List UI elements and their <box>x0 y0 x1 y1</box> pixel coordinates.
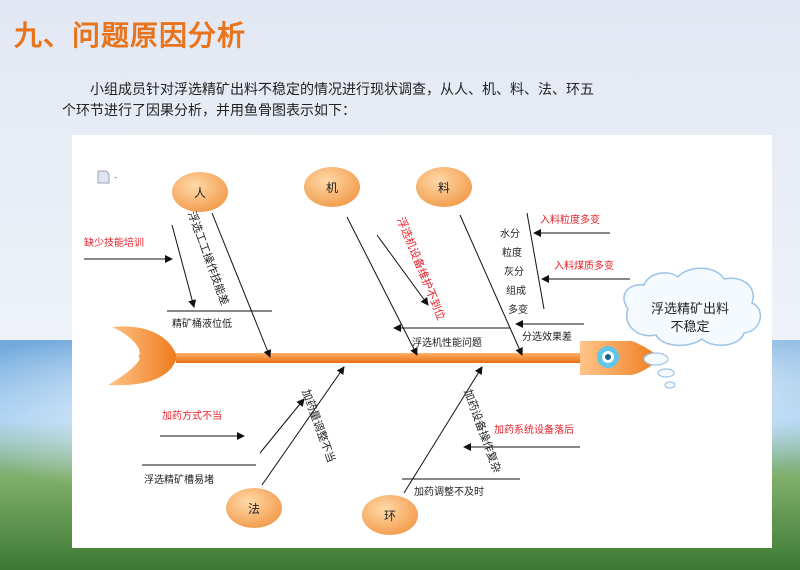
category-ren-label: 人 <box>194 186 206 200</box>
cause-huan-primary: 加药调整不及时 <box>414 485 484 498</box>
fishbone-diagram: 浮选精矿出料 不稳定 人 浮选工工操作技能差 精矿桶液位低 缺少技能培训 机 浮… <box>84 167 762 535</box>
category-huan-node: 环 <box>362 495 418 535</box>
category-huan-label: 环 <box>384 509 396 523</box>
category-ji-label: 机 <box>326 181 338 195</box>
fish-eye <box>597 346 619 368</box>
ji-main-arrow <box>346 216 418 356</box>
category-liao-label: 料 <box>438 181 450 195</box>
liao-main-arrow <box>459 214 523 356</box>
liao-vertical-line <box>526 212 545 310</box>
cause-ren-secondary: 缺少技能培训 <box>84 236 144 249</box>
page-title: 九、问题原因分析 <box>14 19 247 52</box>
liao-factor-5: 多变 <box>508 303 528 316</box>
effect-label-line-1: 浮选精矿出料 <box>651 302 729 317</box>
liao-factor-2: 粒度 <box>502 246 522 259</box>
ren-sub-arrow <box>171 224 197 308</box>
fishbone-panel: 浮选精矿出料 不稳定 人 浮选工工操作技能差 精矿桶液位低 缺少技能培训 机 浮… <box>72 135 772 548</box>
intro-line-2: 个环节进行了因果分析，并用鱼骨图表示如下： <box>62 103 356 119</box>
cause-ji-diagonal: 浮选机设备维护不到位 <box>394 215 448 322</box>
fa-main-arrow <box>261 366 345 486</box>
cause-liao-secondary-1: 入料粒度多变 <box>540 213 600 226</box>
effect-label-line-2: 不稳定 <box>670 319 709 335</box>
category-fa-label: 法 <box>248 502 260 516</box>
ren-main-arrow <box>211 212 272 358</box>
intro-line-1: 小组成员针对浮选精矿出料不稳定的情况进行现状调查，从人、机、料、法、环五 <box>90 82 594 98</box>
liao-factor-1: 水分 <box>500 228 520 240</box>
liao-factor-4: 组成 <box>506 284 526 297</box>
cause-fa-diagonal: 加药量调整不当 <box>299 387 338 464</box>
category-fa-node: 法 <box>226 488 282 528</box>
intro-paragraph: 小组成员针对浮选精矿出料不稳定的情况进行现状调查，从人、机、料、法、环五 个环节… <box>62 80 742 122</box>
fa-sub-arrow <box>259 398 305 454</box>
effect-cloud: 浮选精矿出料 不稳定 <box>623 267 762 389</box>
ji-sub-arrow <box>376 234 429 306</box>
fish-spine <box>176 353 586 363</box>
fish-tail <box>108 326 177 386</box>
cause-liao-secondary-2: 入料煤质多变 <box>554 259 614 272</box>
document-icon <box>97 170 117 184</box>
cause-fa-secondary: 加药方式不当 <box>162 409 222 422</box>
cause-liao-primary: 分选效果差 <box>522 330 572 343</box>
category-liao-node: 料 <box>416 167 472 207</box>
liao-factor-3: 灰分 <box>504 265 524 278</box>
cause-huan-secondary: 加药系统设备落后 <box>494 423 574 436</box>
cause-ren-primary: 精矿桶液位低 <box>172 317 232 330</box>
cause-ji-primary: 浮选机性能问题 <box>412 336 482 349</box>
liao-vertical-factors: 水分 粒度 灰分 组成 多变 <box>500 228 528 316</box>
cause-fa-primary: 浮选精矿槽易堵 <box>144 473 214 486</box>
category-ji-node: 机 <box>304 167 360 207</box>
huan-main-arrow <box>403 366 483 494</box>
cause-ren-diagonal: 浮选工工操作技能差 <box>185 209 232 307</box>
category-ren-node: 人 <box>172 172 228 212</box>
